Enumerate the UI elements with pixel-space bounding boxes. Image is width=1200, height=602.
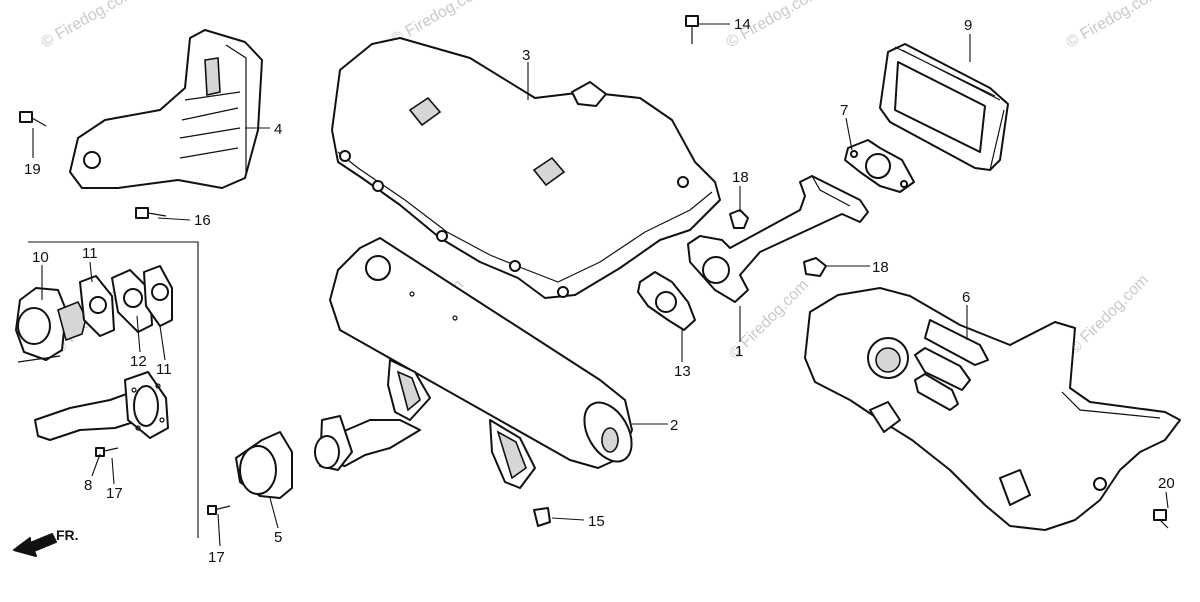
front-direction-indicator: FR. bbox=[13, 527, 79, 557]
callout-8: 8 bbox=[84, 477, 92, 494]
callout-4: 4 bbox=[274, 121, 282, 138]
front-label: FR. bbox=[56, 527, 79, 543]
bolt-17-b bbox=[207, 505, 231, 515]
part-4-bracket bbox=[69, 29, 263, 189]
callout-18-second: 18 bbox=[872, 259, 889, 276]
part-3-exhaust-cover bbox=[331, 37, 721, 299]
callout-12: 12 bbox=[130, 353, 147, 370]
part-5-flange-pipe bbox=[235, 431, 293, 499]
watermark: © Firedog.com bbox=[39, 0, 139, 51]
callout-3: 3 bbox=[522, 47, 530, 64]
part-11-gasket bbox=[79, 275, 115, 337]
nut-18-b bbox=[803, 257, 827, 277]
callout-11: 11 bbox=[82, 245, 98, 262]
part-13-gasket bbox=[637, 271, 696, 331]
part-10-flange bbox=[15, 287, 87, 363]
callout-17-second: 17 bbox=[208, 549, 225, 566]
part-11b-gasket bbox=[143, 265, 173, 327]
part-6-shield bbox=[804, 287, 1181, 531]
part-2-muffler bbox=[314, 237, 633, 489]
callout-15: 15 bbox=[588, 513, 605, 530]
callout-13: 13 bbox=[674, 363, 691, 380]
callout-20: 20 bbox=[1158, 475, 1175, 492]
part-9-gasket-frame bbox=[879, 43, 1009, 171]
callout-6: 6 bbox=[962, 289, 970, 306]
bolt-19 bbox=[19, 111, 47, 127]
callout-5: 5 bbox=[274, 529, 282, 546]
part-12-gasket bbox=[111, 269, 153, 333]
callout-18: 18 bbox=[732, 169, 749, 186]
callout-7: 7 bbox=[840, 102, 848, 119]
bolt-14 bbox=[685, 15, 699, 44]
callout-9: 9 bbox=[964, 17, 972, 34]
bolt-17-a bbox=[95, 447, 119, 457]
callout-11-second: 11 bbox=[156, 361, 172, 378]
part-8-bent-pipe bbox=[34, 371, 169, 441]
callout-labels: 1 2 3 4 5 6 7 8 9 10 11 12 11 13 14 15 1… bbox=[24, 16, 1175, 566]
callout-1: 1 bbox=[735, 343, 743, 360]
callout-19: 19 bbox=[24, 161, 41, 178]
front-arrow-icon bbox=[13, 533, 57, 557]
group-box-outline bbox=[28, 241, 199, 538]
part-7-gasket bbox=[844, 139, 915, 193]
callout-17: 17 bbox=[106, 485, 123, 502]
callout-14: 14 bbox=[734, 16, 751, 33]
bolt-20 bbox=[1153, 509, 1169, 529]
callout-16: 16 bbox=[194, 212, 211, 229]
leader-lines bbox=[32, 23, 1169, 547]
watermark: © Firedog.com bbox=[1064, 0, 1164, 51]
callout-2: 2 bbox=[670, 417, 678, 434]
bolt-15 bbox=[533, 507, 551, 527]
watermark: © Firedog.com bbox=[1066, 271, 1152, 357]
callout-10: 10 bbox=[32, 249, 49, 266]
bolt-16 bbox=[135, 207, 167, 219]
part-1-exhaust-pipe bbox=[687, 175, 869, 303]
nut-18-a bbox=[729, 209, 749, 229]
